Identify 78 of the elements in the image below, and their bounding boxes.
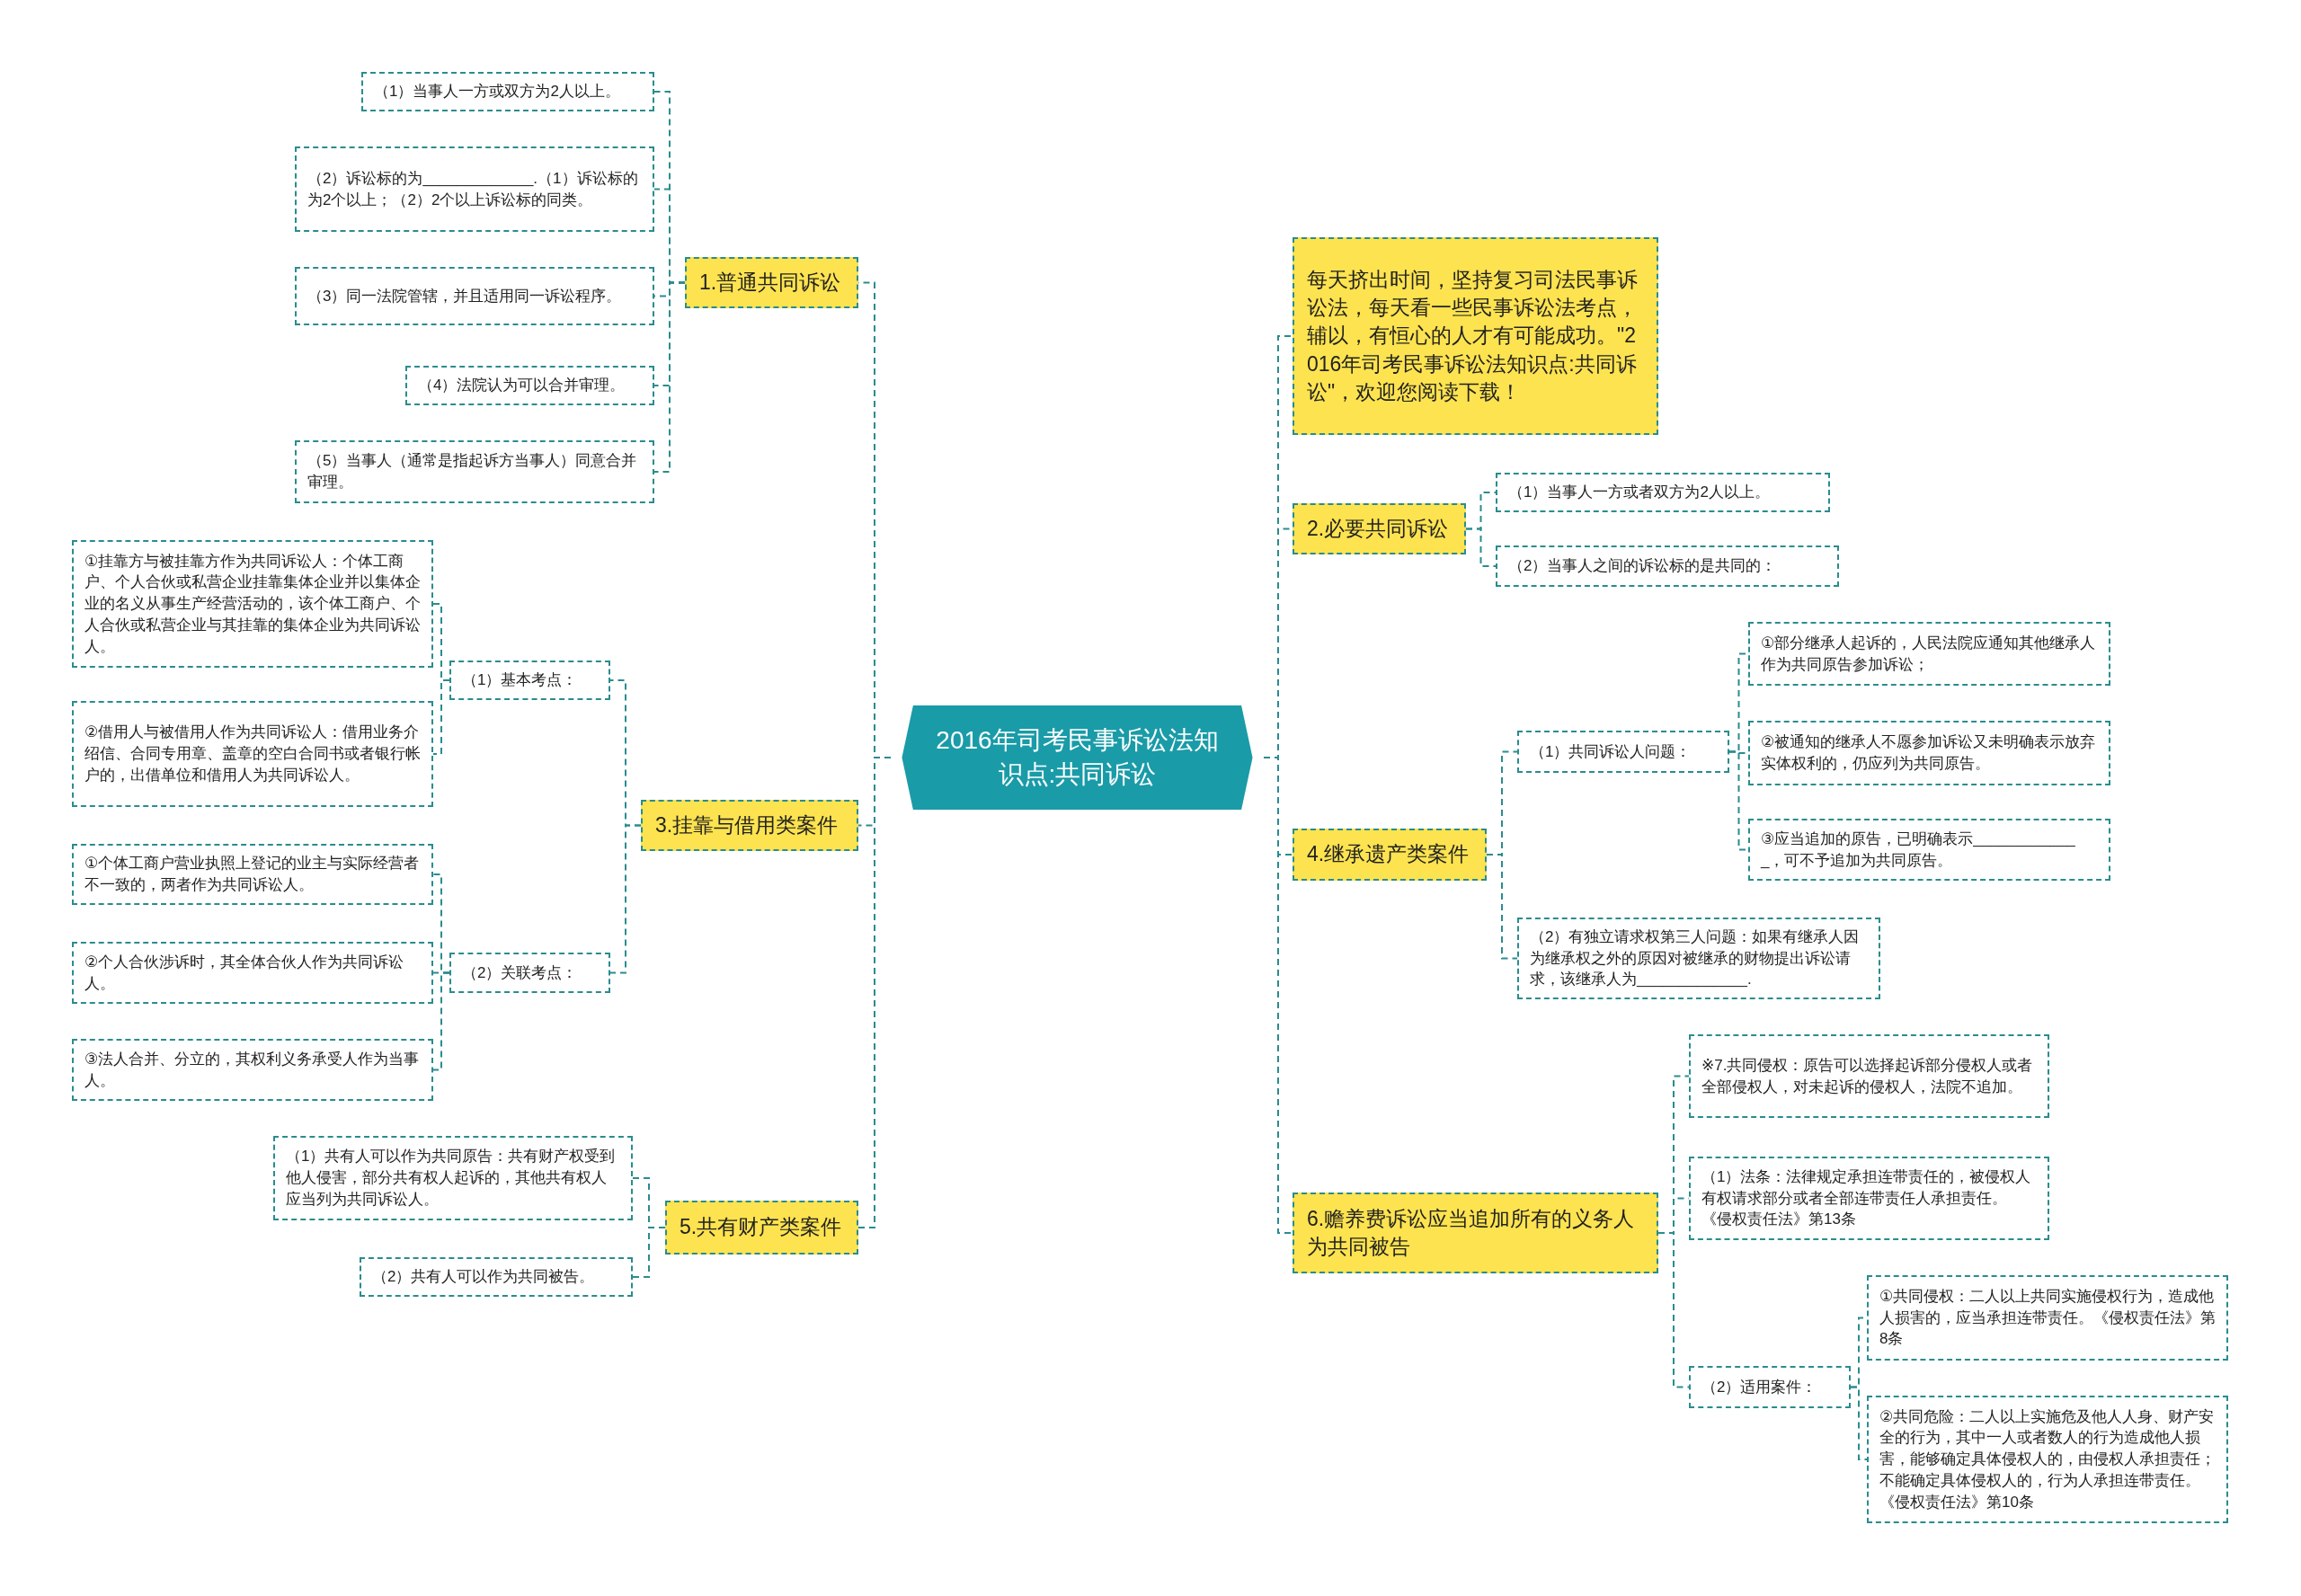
topic-text: （2）诉讼标的为_____________.（1）诉讼标的为2个以上；（2）2个以上诉讼标的同类。 [307,168,639,210]
topic-text: 5.共有财产类案件 [680,1214,843,1241]
connector-line [857,757,892,1228]
topic-text: （1）法条：法律规定承担连带责任的，被侵权人有权请求部分或者全部连带责任人承担责任。《侵权责任法》第13条 [1701,1166,2032,1230]
subtopic-box [72,942,433,1004]
topic-text: ②个人合伙涉诉时，其全体合伙人作为共同诉讼人。 [84,952,405,994]
branch-topic [1293,503,1466,554]
subtopic-box [1748,622,2110,686]
subtopic-box [72,844,433,905]
topic-text: ①个体工商户营业执照上登记的业主与实际经营者不一致的，两者作为共同诉讼人。 [84,854,421,895]
topic-text: ②共同危险：二人以上实施危及他人人身、财产安全的行为，其中一人或者数人的行为造成他人损害，能够确定具体侵权人的，由侵权人承担责任；不能确定具体侵权人的，行为人承担连带责任。《侵权责任法》第10条 [1879,1406,2216,1512]
subtopic-box [72,701,433,807]
topic-text: （1）共有人可以作为共同原告：共有财产权受到他人侵害，部分共有权人起诉的，其他共有权人应当列为共同诉讼人。 [286,1147,617,1210]
connector-line [632,1227,666,1278]
subtopic-box [449,661,610,700]
topic-text: （1）当事人一方或者双方为2人以上。 [1508,483,1771,503]
topic-text: ①部分继承人起诉的，人民法院应通知其他继承人作为共同原告参加诉讼； [1761,633,2097,675]
topic-text: （4）法院认为可以合并审理。 [418,376,626,396]
topic-text: （2）有独立请求权第三人问题：如果有继承人因为继承权之外的原因对被继承的财物提出诉讼请求，该继承人为_____________. [1530,927,1861,990]
subtopic-box [1867,1275,2228,1361]
subtopic-box [1748,819,2110,881]
subtopic-box [1496,545,1839,587]
subtopic-box [295,267,654,325]
subtopic-box [1689,1157,2049,1240]
subtopic-box [1748,721,2110,785]
topic-text: ※7.共同侵权：原告可以选择起诉部分侵权人或者全部侵权人，对未起诉的侵权人，法院不追加。 [1701,1055,2034,1097]
topic-text: ①共同侵权：二人以上共同实施侵权行为，造成他人损害的，应当承担连带责任。《侵权责任法》第8条 [1879,1286,2216,1350]
subtopic-box [72,540,433,668]
subtopic-box [405,366,654,405]
branch-topic [1293,237,1658,435]
subtopic-box [449,953,610,993]
branch-topic [641,800,858,851]
connector-line [1486,854,1518,960]
branch-topic [1293,829,1487,881]
connector-line [1263,757,1293,1234]
subtopic-box [1496,473,1830,512]
topic-text: 4.继承遗产类案件 [1307,841,1470,868]
subtopic-box [361,72,654,111]
connector-line [609,824,642,974]
topic-text: （1）当事人一方或双方为2人以上。 [374,82,621,102]
topic-text: 2016年司考民事诉讼法知识点:共同诉讼 [935,725,1220,790]
connector-line [1657,1232,1690,1388]
topic-text: 3.挂靠与借用类案件 [655,811,840,838]
subtopic-box [72,1039,433,1101]
subtopic-box [1689,1366,1851,1408]
topic-text: ③法人合并、分立的，其权利义务承受人作为当事人。 [84,1049,421,1091]
branch-topic [1293,1193,1658,1273]
topic-text: 每天挤出时间，坚持复习司法民事诉讼法，每天看一些民事诉讼法考点，辅以，有恒心的人才有可能成功。"2016年司考民事诉讼法知识点:共同诉讼"，欢迎您阅读下载！ [1307,267,1639,405]
subtopic-box [295,146,654,232]
topic-text: ③应当追加的原告，已明确表示_____________，可不予追加为共同原告。 [1761,829,2076,871]
topic-text: ①挂靠方与被挂靠方作为共同诉讼人：个体工商户、个人合伙或私营企业挂靠集体企业并以集体企业的名义从事生产经营活动的，该个体工商户、个人合伙或私营企业与其挂靠的集体企业为共同诉讼人。 [84,551,421,657]
topic-text: 1.普通共同诉讼 [699,269,842,296]
topic-text: 2.必要共同诉讼 [1307,515,1450,542]
topic-text: （2）共有人可以作为共同被告。 [372,1267,596,1288]
branch-topic [665,1201,858,1255]
connector-line [653,281,686,473]
connector-line [1465,528,1497,567]
topic-text: （3）同一法院管辖，并且适用同一诉讼程序。 [307,286,623,306]
topic-text: （1）基本考点： [462,670,579,691]
connector-line [1850,1386,1868,1460]
branch-topic [685,257,858,308]
subtopic-box [295,440,654,503]
subtopic-box [360,1257,633,1297]
subtopic-box [273,1136,633,1220]
topic-text: （2）当事人之间的诉讼标的是共同的： [1508,556,1778,577]
subtopic-box [1867,1396,2228,1523]
topic-text: ②借用人与被借用人作为共同诉讼人：借用业务介绍信、合同专用章、盖章的空白合同书或者银行帐户的，出借单位和借用人为共同诉讼人。 [84,723,421,785]
topic-text: 6.赡养费诉讼应当追加所有的义务人为共同被告 [1307,1205,1636,1260]
topic-text: （2）关联考点： [462,962,579,983]
connector-line [432,971,450,1071]
subtopic-box [1517,731,1729,773]
topic-text: （1）共同诉讼人问题： [1530,741,1692,762]
topic-text: ②被通知的继承人不愿参加诉讼又未明确表示放弃实体权利的，仍应列为共同原告。 [1761,732,2097,774]
subtopic-box [1689,1034,2049,1118]
connector-line [432,679,450,755]
subtopic-box [1517,918,1880,999]
topic-text: （5）当事人（通常是指起诉方当事人）同意合并审理。 [307,451,638,492]
topic-text: （2）适用案件： [1701,1377,1818,1397]
